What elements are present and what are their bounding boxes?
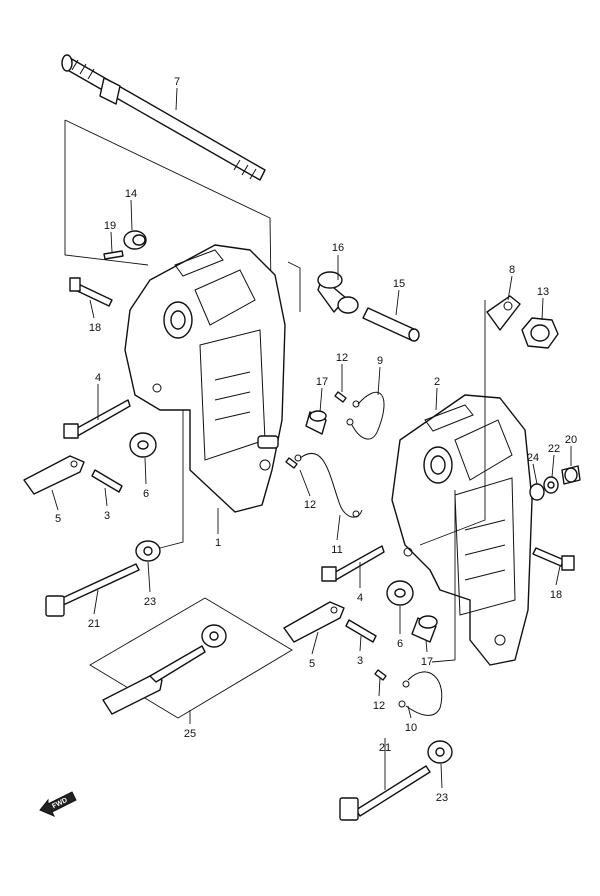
washer-23-left [135,540,161,562]
callout-17-b: 17 [421,656,433,668]
callout-6-right: 6 [397,638,403,650]
bolt-18-right [532,547,575,571]
lever-5-left [23,455,85,495]
callout-12-a: 12 [336,352,348,364]
callout-4-right: 4 [357,592,363,604]
callout-9: 9 [377,355,383,367]
callout-3-left: 3 [104,510,110,522]
callout-7: 7 [174,76,180,88]
bolt-21-right [339,765,431,821]
callout-19: 19 [104,220,116,232]
washer-23-right [427,740,453,764]
screw-12-b [285,457,298,469]
callout-18-left: 18 [89,322,101,334]
clamp-bracket-right-2 [391,394,533,666]
cable-9 [346,391,385,440]
callout-17-a: 17 [316,376,328,388]
cable-10 [398,671,443,716]
callout-21-right: 21 [379,742,391,754]
collar-16 [317,271,359,314]
spring-3-left [91,469,123,493]
fwd-arrow-icon: FWD [39,791,77,817]
callout-2: 2 [434,376,440,388]
leader-lines [51,87,572,790]
callout-15: 15 [393,278,405,290]
through-bolt-7 [61,54,266,181]
assembly-reference-lines-right [419,300,486,663]
callout-5-right: 5 [309,658,315,670]
bolt-18-left [69,277,113,307]
callout-20: 20 [565,434,577,446]
callout-13: 13 [537,286,549,298]
clamp-bracket-left-1 [124,244,286,513]
callout-16: 16 [332,242,344,254]
lever-5-right [283,601,345,643]
shaft-15 [362,307,420,342]
callout-3-right: 3 [357,655,363,667]
washer-22 [543,476,559,494]
callout-21-left: 21 [88,618,100,630]
spring-3-right [345,619,377,643]
callout-14: 14 [125,188,137,200]
washer-6-left [129,432,157,458]
callout-23-right: 23 [436,792,448,804]
callout-11: 11 [331,544,342,556]
lever-kit-25 [89,597,293,719]
collar-20 [561,465,581,485]
callout-4-left: 4 [95,372,101,384]
bolt-4-left [63,399,131,439]
callout-24: 24 [527,452,539,464]
callout-18-right: 18 [550,589,562,601]
pin-19 [103,250,124,260]
spacer-17-b [411,615,438,643]
washer-6-right [386,580,414,606]
callout-8: 8 [509,264,515,276]
bushing-14 [123,230,147,250]
screw-12-a [334,391,347,403]
bolt-21-left [45,563,140,617]
washer-24 [529,483,545,501]
callout-12-b: 12 [304,499,316,511]
callout-12-c: 12 [373,700,385,712]
screw-12-c [374,669,387,681]
plate-8 [486,295,521,331]
callout-6-left: 6 [143,488,149,500]
bolt-4-right [321,545,385,582]
callout-labels: 7 14 19 18 16 15 8 13 12 9 17 4 6 5 3 1 … [55,76,577,804]
callout-22: 22 [548,443,560,455]
nut-13 [521,317,559,349]
callout-23-left: 23 [144,596,156,608]
callout-5-left: 5 [55,513,61,525]
callout-25: 25 [184,728,196,740]
cable-11 [294,452,363,518]
callout-1: 1 [215,537,221,549]
callout-10: 10 [405,722,417,734]
spacer-17-a [305,410,327,435]
